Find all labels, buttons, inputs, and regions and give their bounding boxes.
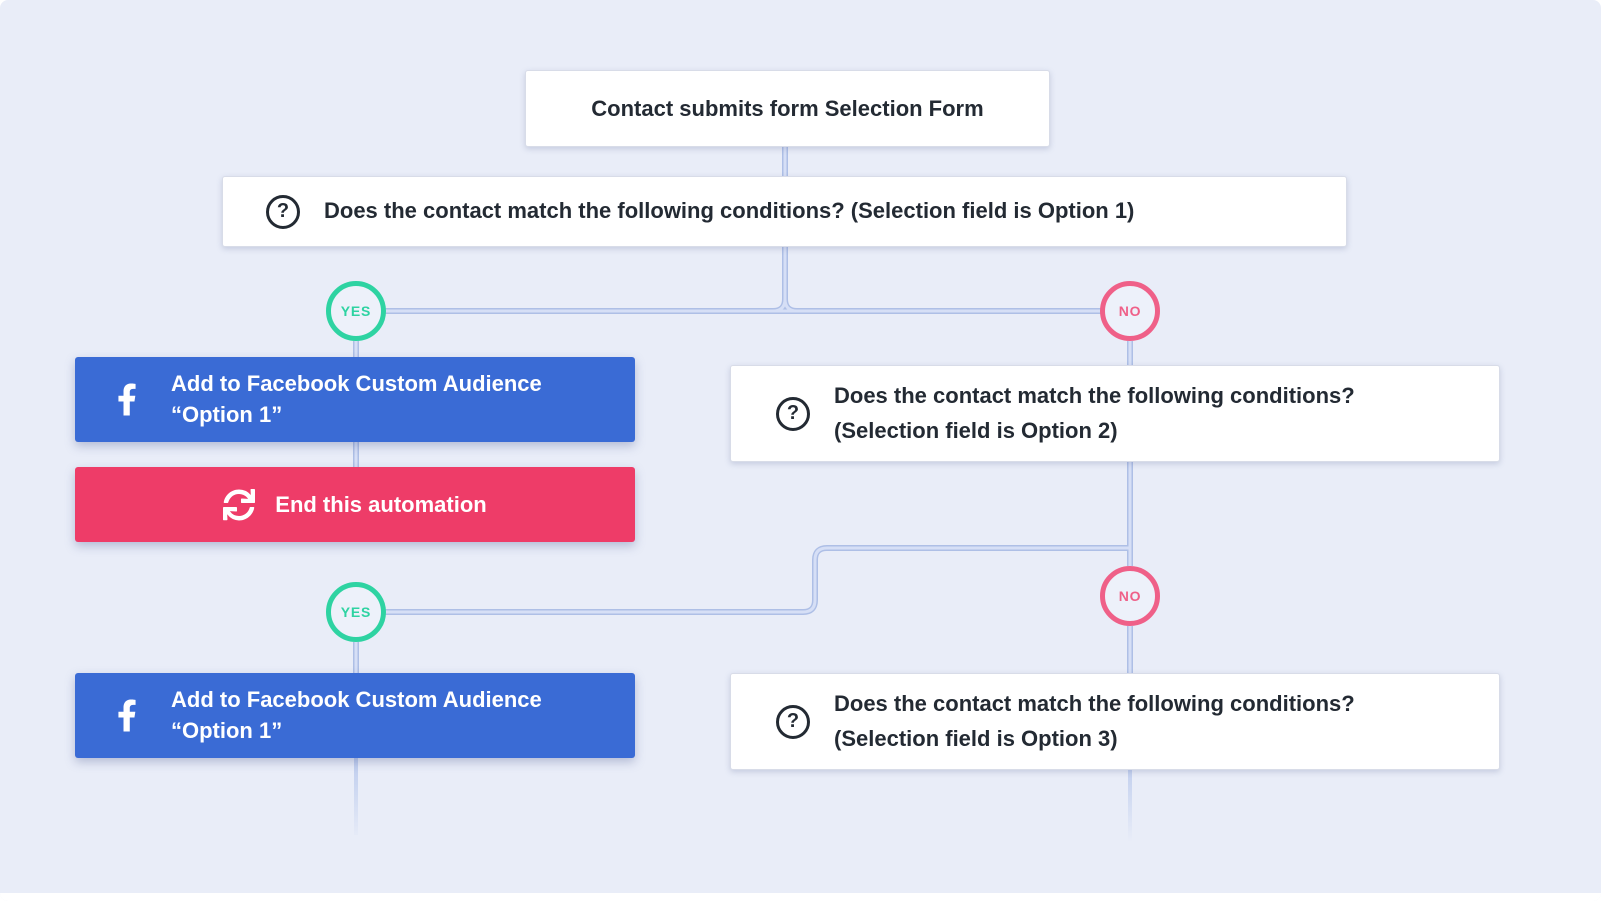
no-badge-2: NO	[1100, 566, 1160, 626]
condition-3-line2: (Selection field is Option 3)	[834, 725, 1118, 751]
condition-2-text: Does the contact match the following con…	[834, 379, 1355, 447]
bottom-edge	[0, 893, 1601, 901]
no-badge-1-label: NO	[1118, 303, 1142, 319]
condition-node-1[interactable]: ? Does the contact match the following c…	[222, 176, 1347, 247]
question-icon: ?	[266, 194, 300, 229]
condition-node-3[interactable]: ? Does the contact match the following c…	[730, 673, 1500, 770]
condition-3-line1: Does the contact match the following con…	[834, 691, 1355, 717]
yes-badge-2-label: YES	[340, 604, 372, 620]
yes-badge-1: YES	[326, 281, 386, 341]
condition-3-text: Does the contact match the following con…	[834, 687, 1355, 755]
no-badge-1: NO	[1100, 281, 1160, 341]
facebook-action-node-2[interactable]: Add to Facebook Custom Audience “Option …	[75, 673, 635, 758]
facebook-action-node-1[interactable]: Add to Facebook Custom Audience “Option …	[75, 357, 635, 442]
end-automation-node[interactable]: End this automation	[75, 467, 635, 542]
facebook-action-line2: “Option 1”	[171, 717, 283, 743]
condition-node-2[interactable]: ? Does the contact match the following c…	[730, 365, 1500, 462]
facebook-action-label: Add to Facebook Custom Audience “Option …	[171, 685, 542, 746]
yes-badge-2: YES	[326, 582, 386, 642]
question-icon: ?	[776, 396, 810, 431]
condition-2-line2: (Selection field is Option 2)	[834, 417, 1118, 443]
condition-2-line1: Does the contact match the following con…	[834, 383, 1355, 409]
end-automation-label: End this automation	[275, 491, 487, 517]
trigger-label: Contact submits form Selection Form	[591, 95, 984, 121]
facebook-icon	[118, 699, 136, 732]
facebook-icon	[118, 383, 136, 416]
facebook-action-line1: Add to Facebook Custom Audience	[171, 371, 542, 397]
yes-badge-1-label: YES	[340, 303, 372, 319]
trigger-node[interactable]: Contact submits form Selection Form	[525, 70, 1050, 147]
condition-1-text: Does the contact match the following con…	[324, 198, 1135, 224]
sync-icon	[223, 488, 256, 520]
facebook-action-line2: “Option 1”	[171, 401, 283, 427]
facebook-action-line1: Add to Facebook Custom Audience	[171, 687, 542, 713]
facebook-action-label: Add to Facebook Custom Audience “Option …	[171, 369, 542, 430]
question-icon: ?	[776, 704, 810, 739]
no-badge-2-label: NO	[1118, 588, 1142, 604]
